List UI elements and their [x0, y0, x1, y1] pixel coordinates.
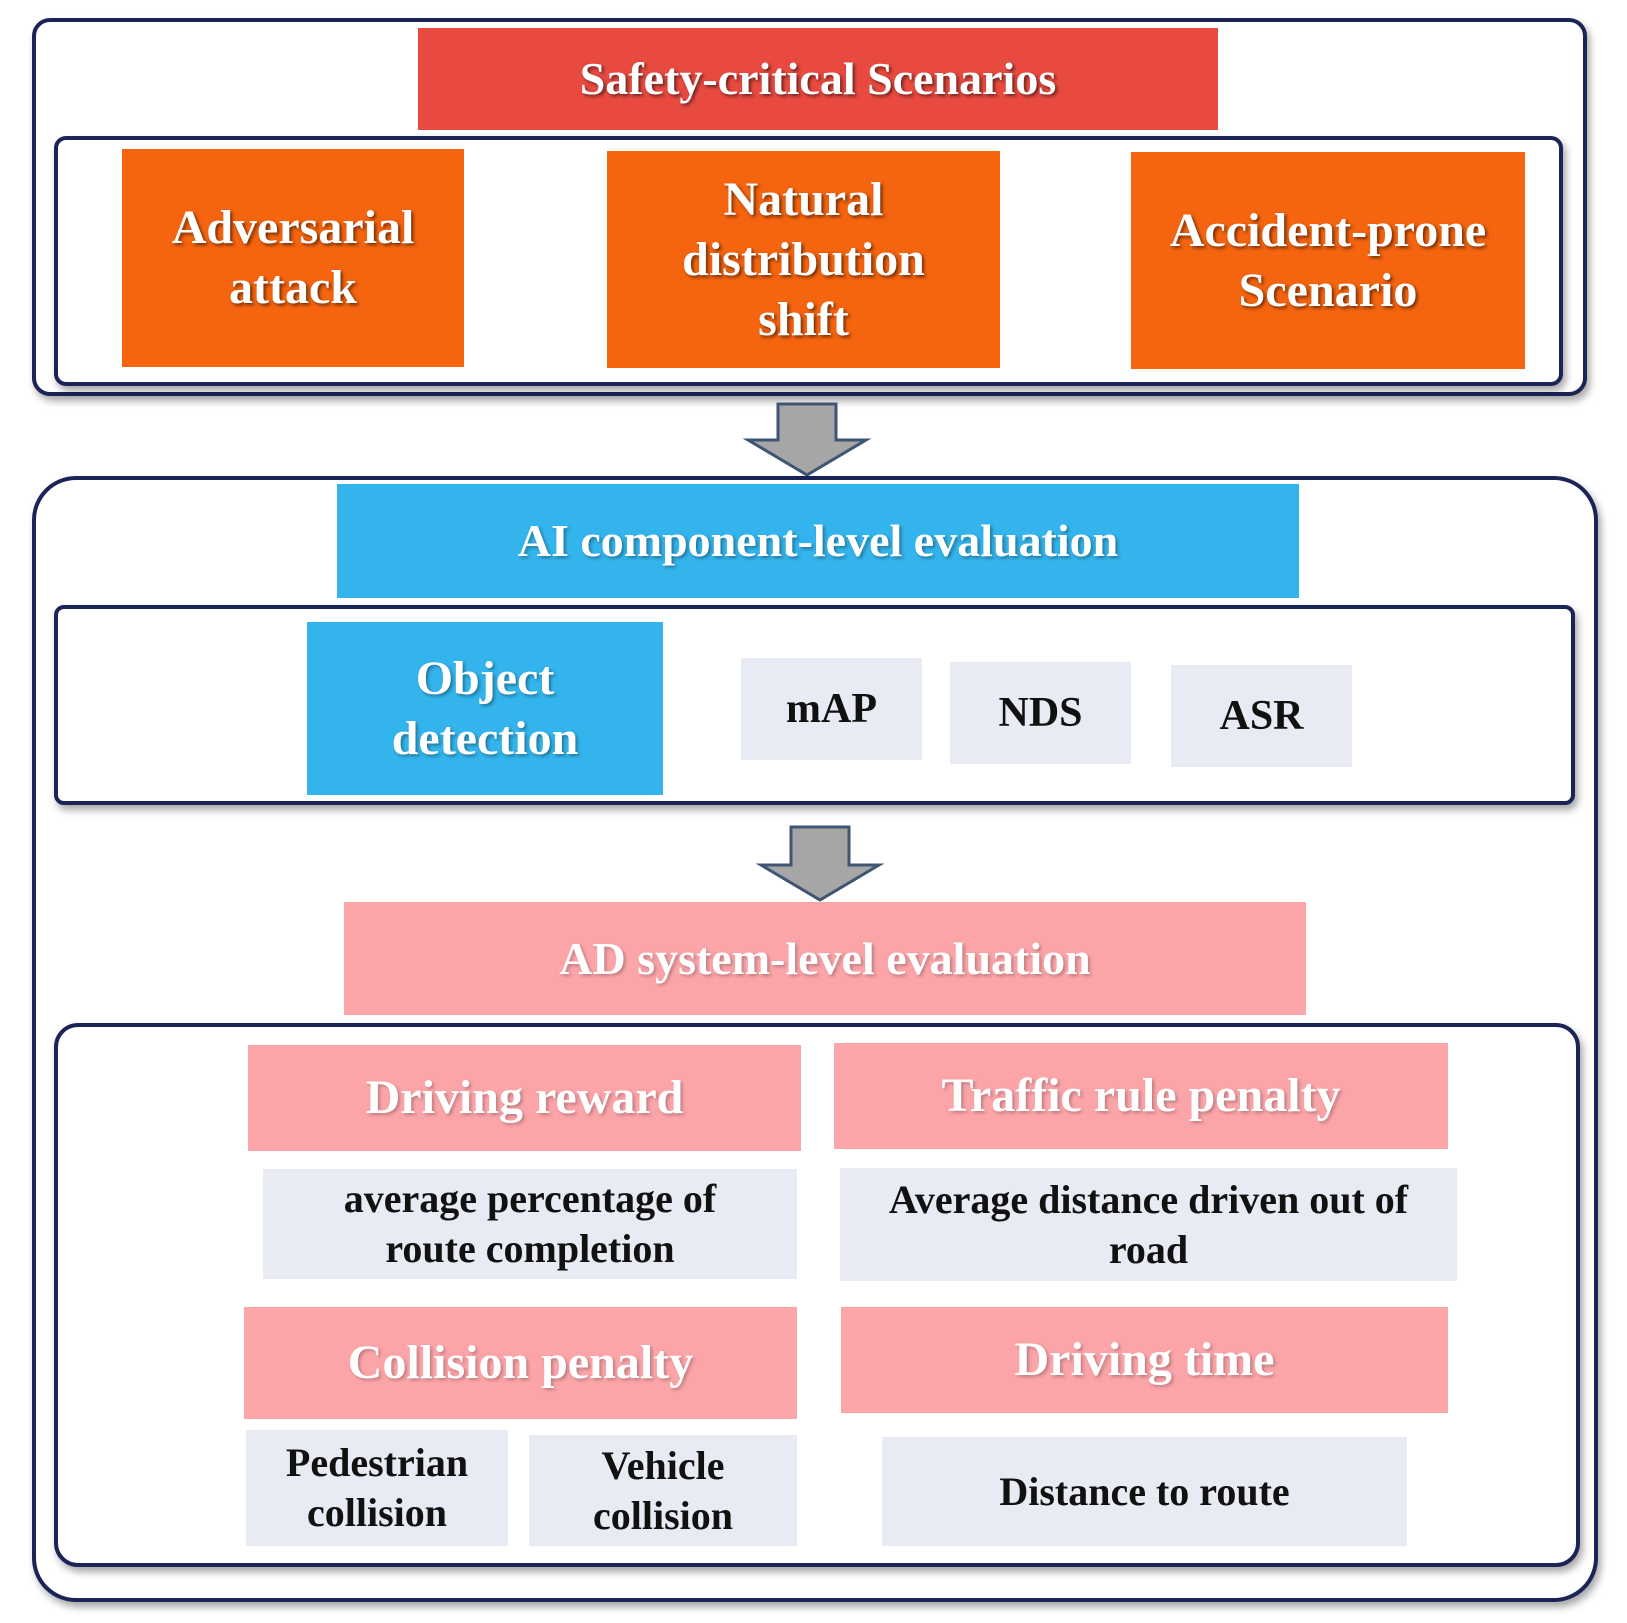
- scenarios-title: Safety-critical Scenarios: [418, 28, 1218, 130]
- scenario-accident-prone: Accident-prone Scenario: [1131, 152, 1525, 369]
- traffic-rule-penalty-metric: Average distance driven out of road: [840, 1168, 1457, 1281]
- object-detection-box: Object detection: [307, 622, 663, 795]
- component-eval-title: AI component-level evaluation: [337, 484, 1299, 598]
- down-arrow-icon: [742, 402, 872, 477]
- scenario-natural-distribution-shift: Natural distribution shift: [607, 151, 1000, 368]
- pedestrian-collision-metric: Pedestrian collision: [246, 1430, 508, 1546]
- metric-nds: NDS: [950, 662, 1131, 764]
- collision-penalty-title: Collision penalty: [244, 1307, 797, 1419]
- driving-reward-metric: average percentage of route completion: [263, 1169, 797, 1279]
- vehicle-collision-metric: Vehicle collision: [529, 1435, 797, 1546]
- driving-time-title: Driving time: [841, 1307, 1448, 1413]
- system-eval-title: AD system-level evaluation: [344, 902, 1306, 1015]
- driving-time-metric: Distance to route: [882, 1437, 1407, 1546]
- metric-asr: ASR: [1171, 665, 1352, 767]
- down-arrow-icon: [755, 825, 885, 902]
- traffic-rule-penalty-title: Traffic rule penalty: [834, 1043, 1448, 1149]
- driving-reward-title: Driving reward: [248, 1045, 801, 1151]
- metric-map: mAP: [741, 658, 922, 760]
- scenario-adversarial-attack: Adversarial attack: [122, 149, 464, 367]
